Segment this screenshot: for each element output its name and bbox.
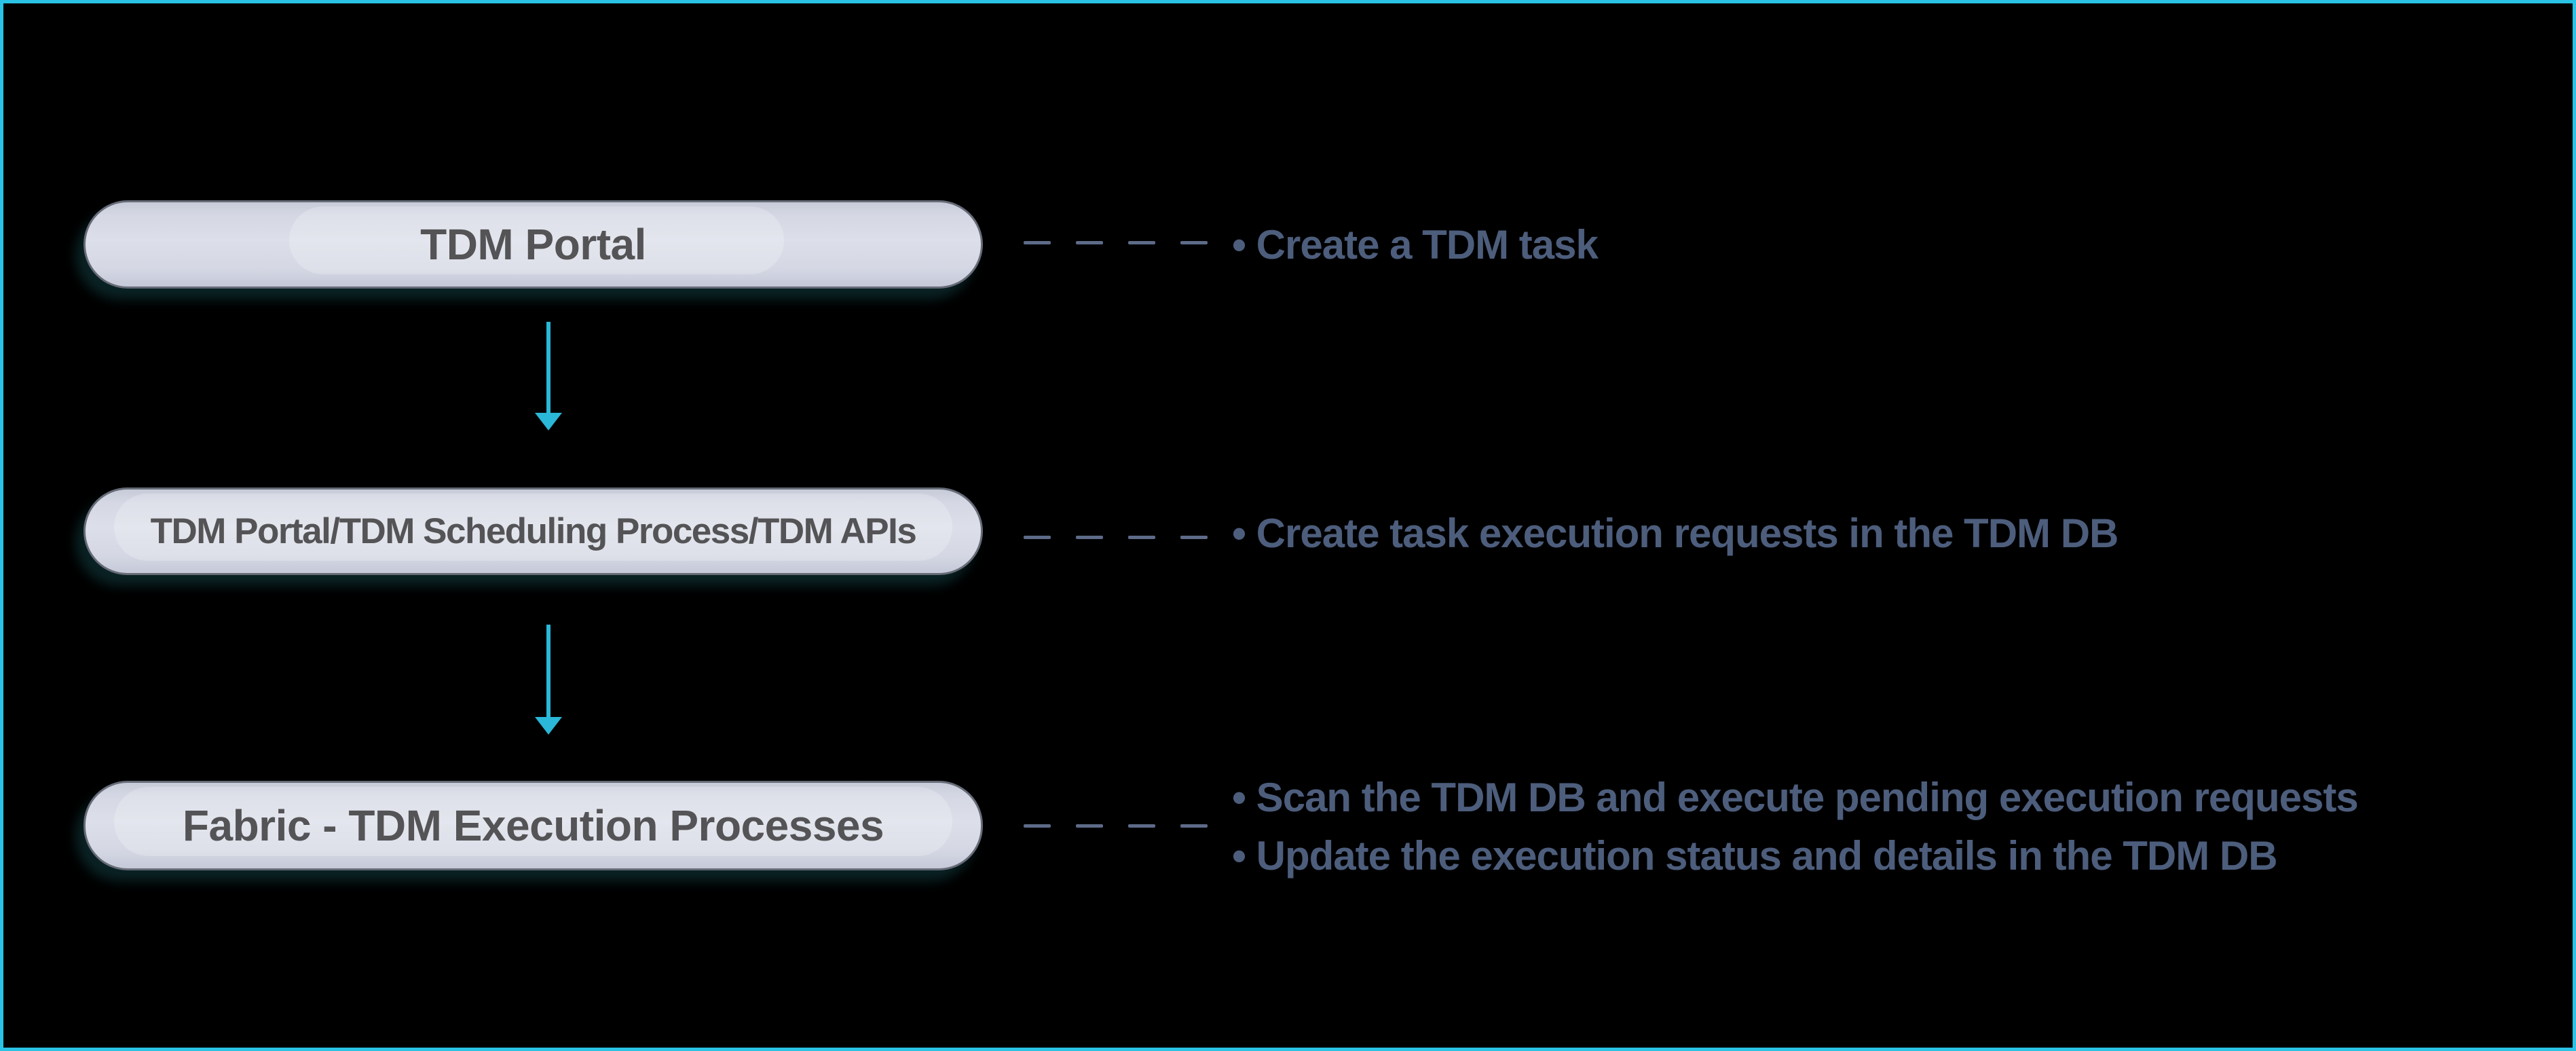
arrow-shaft — [546, 322, 550, 417]
dashed-connector — [1024, 824, 1214, 828]
step-box-tdm-portal: TDM Portal — [83, 200, 983, 289]
step-box-tdm-scheduling: TDM Portal/TDM Scheduling Process/TDM AP… — [83, 487, 983, 575]
step-note: • Scan the TDM DB and execute pending ex… — [1232, 769, 2359, 885]
note-line: • Update the execution status and detail… — [1232, 833, 2278, 879]
step-box-fabric-execution: Fabric - TDM Execution Processes — [83, 781, 983, 870]
step-label: Fabric - TDM Execution Processes — [182, 801, 884, 850]
arrow-down-icon — [535, 322, 562, 430]
arrow-shaft — [546, 625, 550, 721]
step-note: • Create a TDM task — [1232, 218, 1599, 272]
arrow-head — [535, 717, 562, 735]
note-line: • Scan the TDM DB and execute pending ex… — [1232, 775, 2359, 820]
dashed-connector — [1024, 241, 1214, 244]
step-label: TDM Portal — [420, 220, 646, 269]
step-label: TDM Portal/TDM Scheduling Process/TDM AP… — [150, 511, 917, 551]
note-line: • Create a TDM task — [1232, 222, 1599, 268]
dashed-connector — [1024, 536, 1214, 539]
arrow-head — [535, 413, 562, 430]
note-line: • Create task execution requests in the … — [1232, 511, 2118, 556]
arrow-down-icon — [535, 625, 562, 735]
step-note: • Create task execution requests in the … — [1232, 506, 2118, 561]
